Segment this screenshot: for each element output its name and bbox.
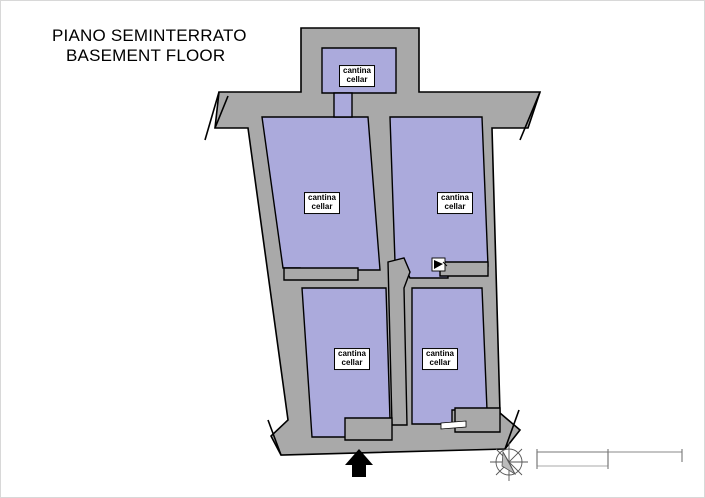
left-wing-break-line-lower xyxy=(214,95,229,129)
room-label-cellar-upper-right: cantina cellar xyxy=(436,192,474,214)
interior-wall-bottom-right-stub xyxy=(454,407,501,433)
interior-wall-stub-left xyxy=(283,267,359,281)
room-label-english: cellar xyxy=(346,75,368,84)
room-label-cellar-lower-left: cantina cellar xyxy=(333,348,371,370)
room-label-english: cellar xyxy=(341,358,363,367)
room-label-italian: cantina xyxy=(342,66,372,76)
north-arrow xyxy=(345,449,373,477)
interior-wall-bottom-left-stub xyxy=(344,417,393,441)
room-label-italian: cantina xyxy=(425,349,455,359)
room-label-italian: cantina xyxy=(337,349,367,359)
door-opening-bottom xyxy=(440,420,467,430)
room-label-english: cellar xyxy=(444,202,466,211)
compass-rose xyxy=(490,443,528,481)
room-label-cellar-lower-right: cantina cellar xyxy=(421,348,459,370)
room-label-english: cellar xyxy=(311,202,333,211)
left-wing-break-line xyxy=(204,91,220,141)
room-label-cellar-upper-left: cantina cellar xyxy=(303,192,341,214)
scale-bar xyxy=(536,449,683,469)
room-label-italian: cantina xyxy=(440,193,470,203)
interior-wall-details xyxy=(283,257,501,441)
page-title: PIANO SEMINTERRATO BASEMENT FLOOR xyxy=(52,26,247,66)
bottom-left-break-line xyxy=(267,419,282,456)
room-label-english: cellar xyxy=(429,358,451,367)
room-area-spine-slot xyxy=(333,92,353,118)
door-swing-symbol xyxy=(431,257,448,272)
right-wing-break-line xyxy=(519,91,541,141)
bottom-right-break-line xyxy=(504,409,520,450)
room-label-cellar-top: cantina cellar xyxy=(338,65,376,87)
title-line-english: BASEMENT FLOOR xyxy=(66,46,226,66)
interior-wall-stub-right xyxy=(439,261,489,277)
room-label-italian: cantina xyxy=(307,193,337,203)
title-line-italian: PIANO SEMINTERRATO xyxy=(52,26,247,45)
